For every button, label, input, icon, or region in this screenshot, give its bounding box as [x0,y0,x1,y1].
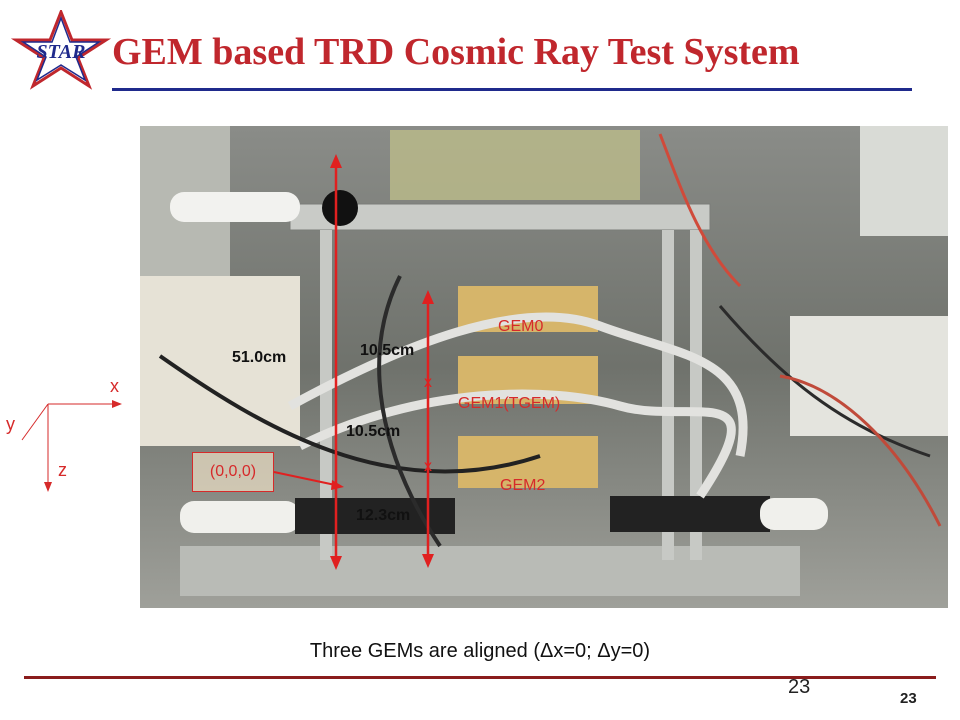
dimension-gap3: 12.3cm [356,507,411,524]
slide-title: GEM based TRD Cosmic Ray Test System [112,31,800,73]
title-underline [112,88,912,91]
gem2-label: GEM2 [500,477,546,494]
slide-caption: Three GEMs are aligned (Δx=0; Δy=0) [309,640,651,662]
axis-z-label: z [58,460,67,480]
star-logo: STAR [10,10,112,90]
gem1-label: GEM1(TGEM) [458,395,561,412]
origin-label: (0,0,0) [192,452,274,492]
apparatus-photo [140,126,948,608]
page-number: 23 [788,676,811,698]
page-number-footer: 23 [900,690,917,707]
gem0-label: GEM0 [498,318,544,335]
dimension-gap2: 10.5cm [346,423,401,440]
logo-text: STAR [37,41,86,63]
footer-rule [24,676,936,679]
dimension-total: 51.0cm [232,349,287,366]
dimension-gap1: 10.5cm [360,342,415,359]
axis-y-label: y [6,414,15,434]
axis-x-label: x [110,376,119,396]
